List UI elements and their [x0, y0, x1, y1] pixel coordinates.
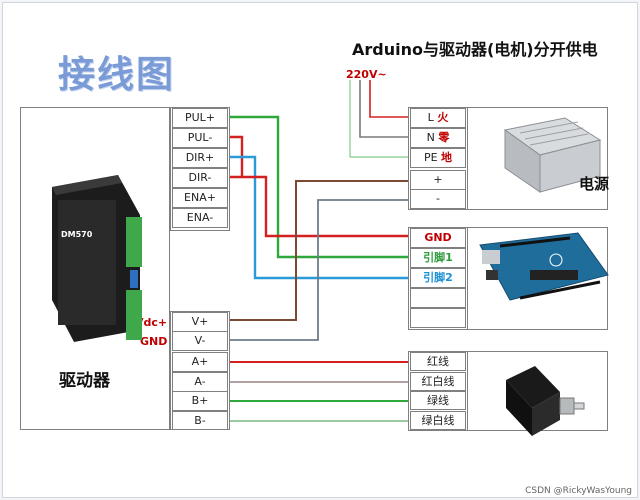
psu-l-note: 火 — [437, 111, 449, 124]
driver-label: 驱动器 — [59, 371, 110, 391]
wire-pul-minus — [230, 135, 244, 177]
motor-wire-green: 绿线 — [410, 391, 466, 410]
wire-vminus — [230, 199, 410, 341]
wire-dir-plus — [230, 155, 410, 280]
terminal-b-plus: B+ — [172, 391, 228, 411]
terminal-vplus: V+ — [172, 312, 228, 332]
terminal-pul-plus: PUL+ — [172, 108, 228, 128]
diagram-title: 接线图 — [58, 53, 175, 96]
motor-wire-green-white: 绿白线 — [410, 411, 466, 430]
diagram-subtitle: Arduino与驱动器(电机)分开供电 — [352, 40, 598, 59]
motor-wire-red: 红线 — [410, 352, 466, 371]
psu-pe-note: 地 — [441, 151, 453, 164]
psu-terminal-minus: - — [410, 189, 466, 209]
supply-voltage-label: 220V~ — [346, 68, 387, 81]
arduino-terminal-empty-1 — [410, 288, 466, 308]
motor-wire-red-white: 红白线 — [410, 372, 466, 391]
psu-n-note: 零 — [438, 131, 450, 144]
ac-neutral-wire — [359, 80, 410, 138]
terminal-pul-minus: PUL- — [172, 128, 228, 148]
terminal-dir-plus: DIR+ — [172, 148, 228, 168]
psu-terminal-n: N 零 — [410, 128, 466, 148]
ac-earth-wire — [349, 80, 410, 158]
arduino-terminal-pin1: 引脚1 — [410, 248, 466, 268]
arduino-terminal-gnd: GND — [410, 228, 466, 248]
arduino-terminal-empty-2 — [410, 308, 466, 328]
footer-credit: CSDN @RickyWasYoung — [525, 486, 632, 496]
psu-n-text: N — [426, 131, 435, 144]
arduino-terminal-pin2: 引脚2 — [410, 268, 466, 288]
terminal-ena-minus: ENA- — [172, 208, 228, 228]
psu-terminal-l: L 火 — [410, 108, 466, 128]
terminal-vminus: V- — [172, 331, 228, 351]
ac-live-wire — [369, 80, 410, 118]
psu-terminal-pe: PE 地 — [410, 148, 466, 168]
terminal-dir-minus: DIR- — [172, 168, 228, 188]
psu-pe-text: PE — [423, 151, 438, 164]
wire-vplus — [230, 180, 410, 321]
terminal-a-plus: A+ — [172, 352, 228, 372]
terminal-ena-plus: ENA+ — [172, 188, 228, 208]
driver-model-text: DM570 — [61, 230, 93, 239]
terminal-b-minus: B- — [172, 411, 228, 430]
gnd-driver-label: GND — [140, 335, 168, 348]
wire-pul-plus — [230, 115, 410, 259]
psu-label: 电源 — [579, 175, 610, 193]
wire-dir-minus — [230, 175, 410, 238]
vdc-plus-label: Vdc+ — [135, 316, 168, 329]
psu-l-text: L — [427, 111, 434, 124]
